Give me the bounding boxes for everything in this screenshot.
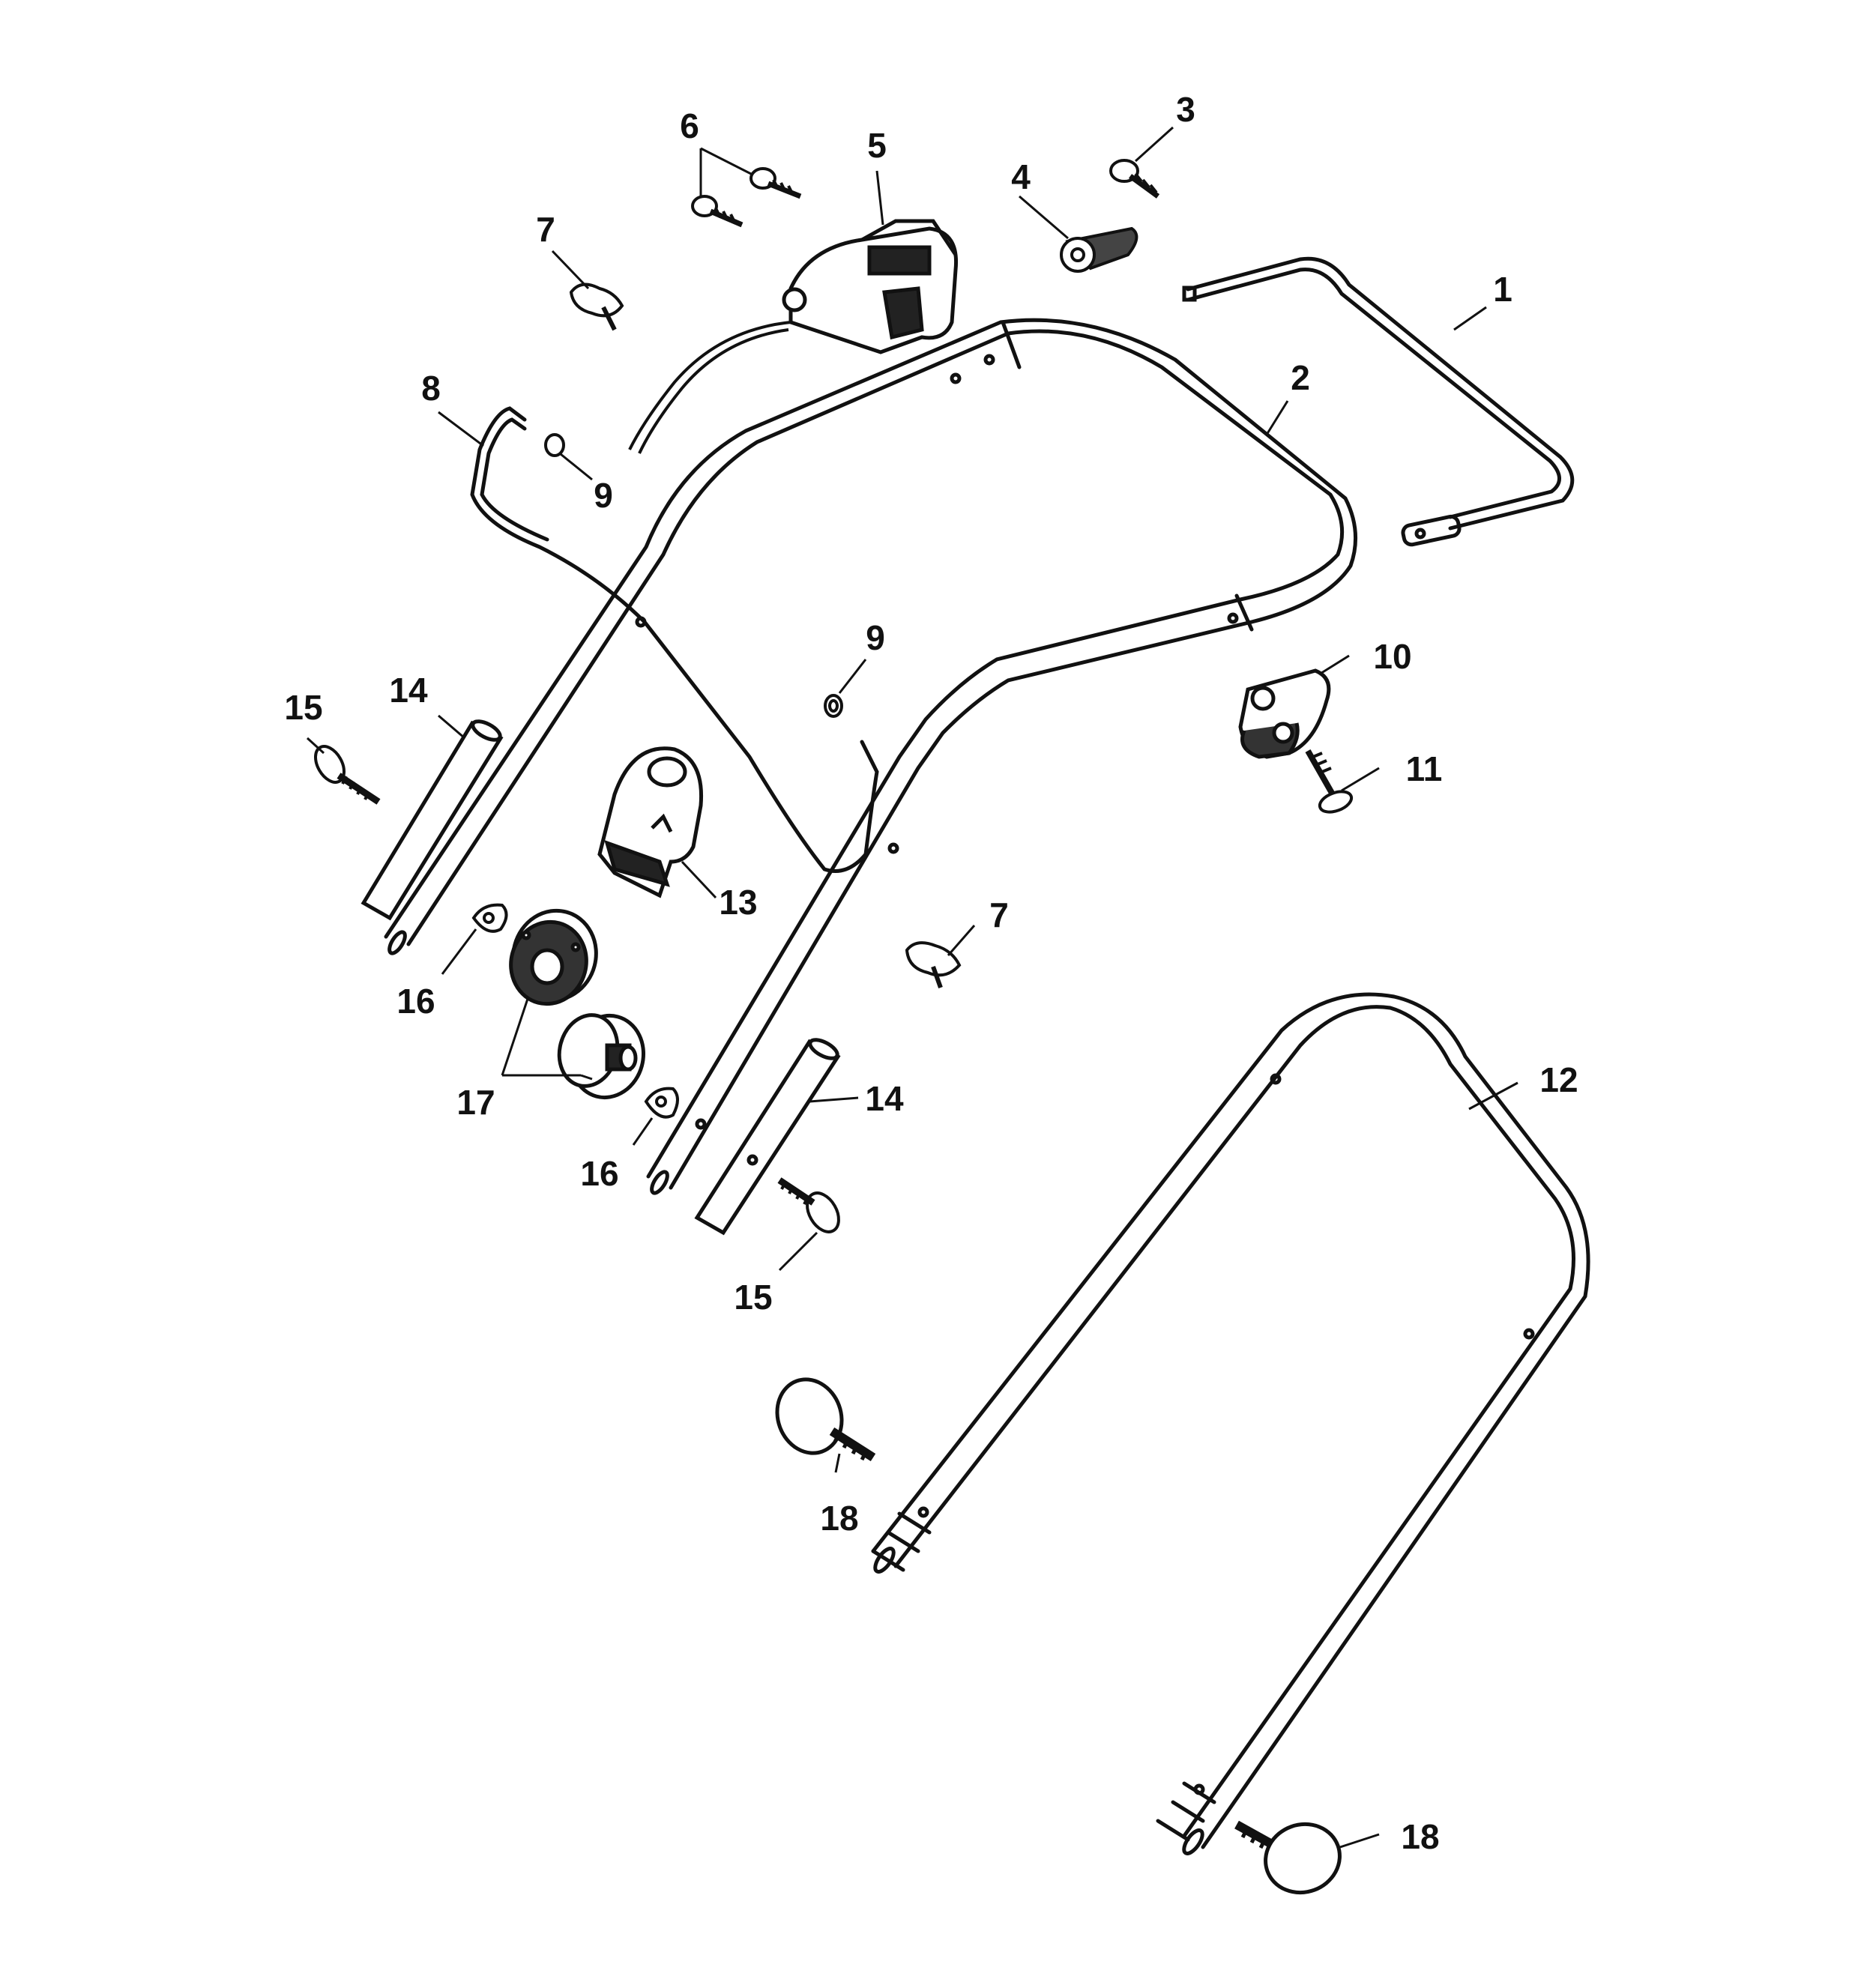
- part-16-cam-a: [471, 903, 508, 933]
- callout-18-upper: 18: [820, 1499, 858, 1538]
- callout-7-upper: 7: [536, 210, 555, 249]
- callout-9-upper: 9: [594, 476, 613, 515]
- part-3-screw: [1109, 159, 1160, 199]
- callout-5: 5: [867, 126, 887, 165]
- part-9-grommet-b: [824, 694, 843, 718]
- callout-2: 2: [1291, 358, 1310, 397]
- callout-18-lower: 18: [1401, 1817, 1439, 1856]
- callout-labels: 1 2 3 4 5 6 7 7 8 9 9 10 11 12 13 14 14 …: [284, 90, 1578, 1856]
- callout-14-lower: 14: [865, 1079, 904, 1118]
- callout-1: 1: [1493, 270, 1512, 309]
- part-10-pivot-bracket: [1238, 668, 1331, 759]
- part-6-screws: [691, 167, 802, 228]
- part-18-handle-knob-b: [1234, 1820, 1342, 1895]
- part-9-grommet-a: [544, 433, 565, 457]
- callout-8: 8: [421, 369, 441, 408]
- callout-4: 4: [1011, 157, 1031, 196]
- callout-16-lower: 16: [580, 1154, 618, 1193]
- part-1-control-rod: [1182, 256, 1575, 547]
- part-4-clip: [1060, 226, 1138, 273]
- callout-14-upper: 14: [389, 671, 428, 710]
- callout-7-lower: 7: [989, 895, 1009, 934]
- callout-15-upper: 15: [284, 688, 322, 727]
- part-8-cable: [470, 406, 879, 873]
- callout-9-lower: 9: [866, 618, 885, 657]
- part-14-tube-a: [361, 719, 504, 921]
- part-15-knob-bolt-b: [777, 1177, 840, 1233]
- callout-15-lower: 15: [734, 1278, 772, 1317]
- part-7-cable-clip-b: [905, 941, 962, 989]
- callout-12: 12: [1539, 1060, 1578, 1099]
- part-14-tube-b: [694, 1038, 841, 1236]
- part-18-handle-knob-a: [775, 1377, 876, 1462]
- part-7-cable-clip-a: [569, 283, 624, 331]
- callout-6: 6: [680, 106, 699, 145]
- callout-10: 10: [1373, 637, 1411, 676]
- callout-11: 11: [1406, 749, 1443, 788]
- part-11-bolt: [1305, 749, 1354, 814]
- callout-3: 3: [1176, 90, 1195, 129]
- part-17-adjust-knob-a: [509, 908, 598, 1006]
- part-12-lower-handle: [871, 992, 1590, 1855]
- callout-17: 17: [456, 1083, 495, 1122]
- part-5-switch-box: [628, 219, 959, 454]
- part-16-cam-b: [644, 1087, 679, 1119]
- callout-13: 13: [719, 883, 757, 922]
- part-15-knob-bolt-a: [314, 745, 381, 805]
- part-13-cable-guide: [597, 746, 704, 898]
- callout-16-upper: 16: [396, 982, 435, 1021]
- leader-lines: [306, 126, 1518, 1849]
- part-17-adjust-knob-b: [557, 1013, 646, 1100]
